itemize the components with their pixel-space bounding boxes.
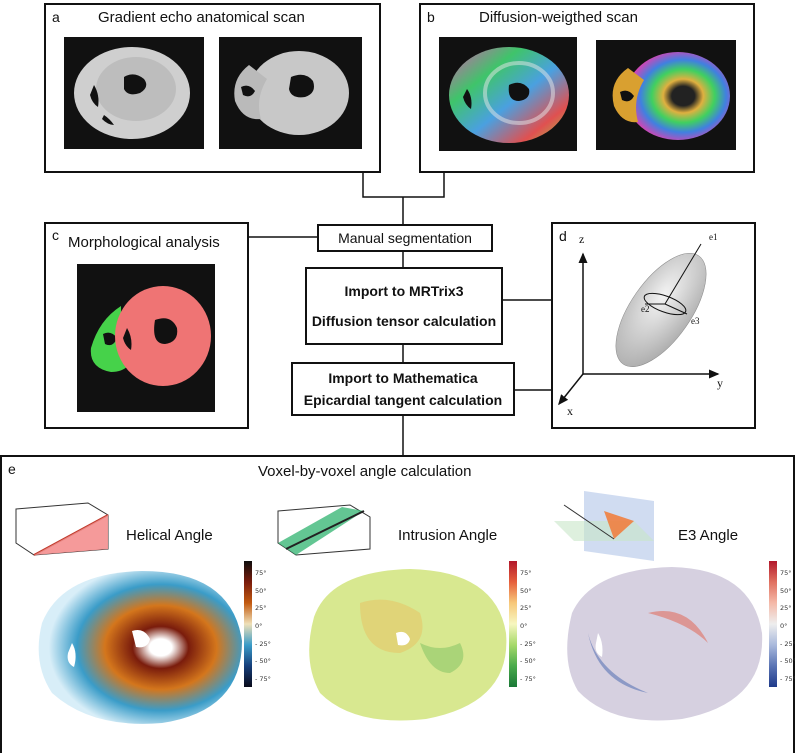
colorbar-tick-label: - 50° [520, 657, 536, 666]
intrusion-angle-map [309, 569, 507, 721]
colorbar-tick-label: - 75° [780, 675, 795, 683]
panel-b-diffusion: b Diffusion-weigthed scan [419, 3, 755, 173]
colorbar-tick-label: 25° [780, 604, 792, 613]
step-mathematica: Import to Mathematica Epicardial tangent… [291, 362, 515, 416]
panel-letter-c: c [52, 227, 59, 243]
colorbar-tick-label: 0° [255, 622, 263, 630]
colorbar-tick-label: - 50° [255, 657, 271, 666]
e3-angle-schematic [554, 491, 654, 561]
segmentation-image [77, 264, 215, 412]
helical-colorbar-ticks: 75° 50° 25° 0° - 25° - 50° - 75° [255, 561, 279, 687]
diffusion-scan-image-2 [596, 40, 736, 150]
colorbar-tick-label: - 75° [255, 675, 271, 683]
anatomical-scan-image-1 [64, 37, 204, 149]
anatomical-scan-image-2 [219, 37, 362, 149]
intrusion-colorbar-ticks: 75° 50° 25° 0° - 25° - 50° - 75° [520, 561, 544, 687]
colorbar-tick-label: - 50° [780, 657, 795, 666]
panel-b-title: Diffusion-weigthed scan [479, 9, 638, 26]
axis-label-z: z [579, 232, 585, 246]
intrusion-colorbar [509, 561, 517, 687]
colorbar-tick-label: - 25° [780, 639, 795, 648]
e3-angle-title: E3 Angle [678, 527, 739, 544]
eigen-label-e2: e2 [641, 304, 650, 314]
step-manual-segmentation: Manual segmentation [317, 224, 493, 252]
helical-angle-schematic [15, 502, 109, 556]
panel-d-tensor-ellipsoid: d z y x e1 e2 e3 [551, 222, 756, 429]
step-mrtrix-line2: Diffusion tensor calculation [311, 313, 497, 329]
panel-c-morphological: c Morphological analysis [44, 222, 249, 429]
step-mathematica-line2: Epicardial tangent calculation [303, 392, 503, 408]
helical-angle-map [38, 571, 243, 724]
colorbar-tick-label: 25° [255, 604, 267, 613]
step-mrtrix: Import to MRTrix3 Diffusion tensor calcu… [305, 267, 503, 345]
colorbar-tick-label: - 75° [520, 675, 536, 683]
panel-a-anatomical: a Gradient echo anatomical scan [44, 3, 381, 173]
colorbar-tick-label: 75° [255, 569, 267, 577]
eigen-label-e3: e3 [691, 316, 700, 326]
colorbar-tick-label: - 25° [255, 639, 271, 648]
step-mathematica-line1: Import to Mathematica [328, 370, 478, 386]
step-mrtrix-line1: Import to MRTrix3 [344, 283, 464, 299]
eigen-label-e1: e1 [709, 232, 718, 242]
colorbar-tick-label: 50° [255, 586, 267, 595]
e3-colorbar [769, 561, 777, 687]
colorbar-tick-label: 0° [780, 622, 788, 630]
diffusion-scan-image-1 [439, 37, 577, 151]
intrusion-angle-schematic [277, 504, 371, 556]
panel-letter-b: b [427, 9, 435, 25]
panel-e-title: Voxel-by-voxel angle calculation [258, 463, 472, 480]
e3-angle-map [567, 567, 763, 721]
panel-e-angle-calculation: e Voxel-by-voxel angle calculation Helic… [0, 455, 795, 753]
colorbar-tick-label: 50° [520, 586, 532, 595]
e3-colorbar-ticks: 75° 50° 25° 0° - 25° - 50° - 75° [780, 561, 795, 687]
colorbar-tick-label: 75° [520, 569, 532, 577]
helical-angle-title: Helical Angle [126, 527, 213, 544]
colorbar-tick-label: 0° [520, 622, 528, 630]
panel-letter-e: e [8, 461, 16, 477]
colorbar-tick-label: - 25° [520, 639, 536, 648]
colorbar-tick-label: 50° [780, 586, 792, 595]
intrusion-angle-title: Intrusion Angle [398, 527, 498, 544]
panel-a-title: Gradient echo anatomical scan [98, 9, 305, 26]
axis-label-x: x [567, 404, 573, 418]
colorbar-tick-label: 25° [520, 604, 532, 613]
helical-colorbar [244, 561, 252, 687]
panel-letter-d: d [559, 228, 567, 244]
axis-label-y: y [717, 376, 723, 390]
panel-letter-a: a [52, 9, 60, 25]
panel-c-title: Morphological analysis [68, 234, 220, 251]
colorbar-tick-label: 75° [780, 569, 792, 577]
tensor-ellipsoid-diagram [558, 243, 720, 406]
step-manual-label: Manual segmentation [338, 230, 472, 246]
